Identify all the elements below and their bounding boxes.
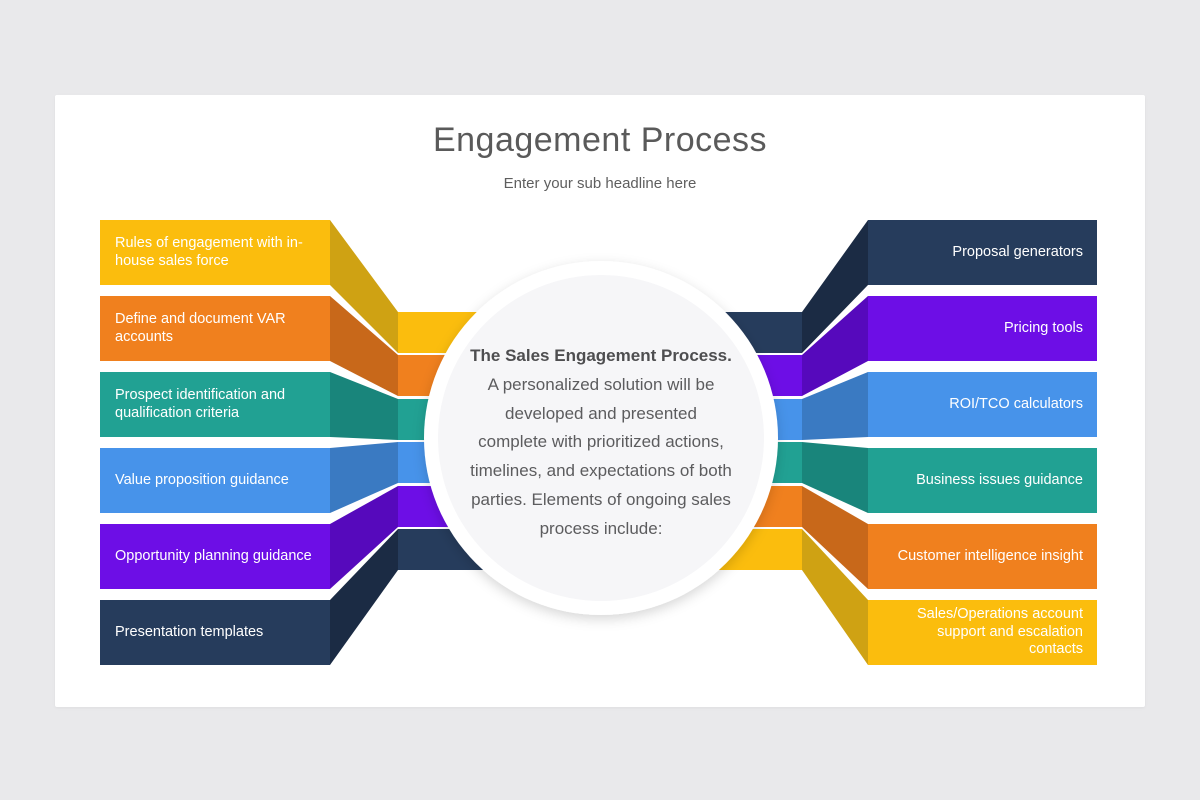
label-text: Prospect identification and qualificatio… xyxy=(115,387,286,421)
ribbon-rect xyxy=(100,296,330,361)
ribbon-rect xyxy=(868,600,1097,665)
label-left-6: Presentation templates xyxy=(100,600,330,665)
page-title: Engagement Process xyxy=(432,121,768,159)
circle-inner xyxy=(438,275,764,601)
ribbon-bend xyxy=(330,372,398,440)
label-right-3: ROI/TCO calculators xyxy=(868,372,1097,437)
label-left-1: Rules of engagement with in-house sales … xyxy=(100,220,330,285)
ribbon-rect xyxy=(868,524,1097,589)
ribbon-bend xyxy=(802,442,868,513)
ribbon-left-5 xyxy=(100,486,603,589)
ribbon-bend xyxy=(330,486,398,589)
ribbon-rect xyxy=(868,448,1097,513)
label-right-6: Sales/Operations account support and esc… xyxy=(868,600,1097,665)
ribbon-bend xyxy=(802,486,868,589)
ribbon-bend xyxy=(330,220,398,353)
ribbon-rect xyxy=(100,448,330,513)
page-subtitle: Enter your sub headline here xyxy=(503,175,697,192)
label-right-1: Proposal generators xyxy=(868,220,1097,285)
label-text: Value proposition guidance xyxy=(115,471,289,488)
ribbon-rect xyxy=(100,372,330,437)
label-text: Presentation templates xyxy=(115,623,264,640)
center-circle-text-body: A personalized solution will be develope… xyxy=(470,374,732,538)
ribbon-bend xyxy=(330,296,398,396)
ribbon-rect xyxy=(868,296,1097,361)
ribbon-rect xyxy=(100,220,330,285)
label-text: Business issues guidance xyxy=(916,471,1083,488)
label-text: Customer intelligence insight xyxy=(897,547,1083,564)
ribbon-bend xyxy=(802,529,868,665)
ribbon-bend xyxy=(330,529,398,665)
label-text: Define and document VAR accounts xyxy=(115,311,286,345)
label-text: ROI/TCO calculators xyxy=(949,395,1083,412)
ribbon-rect xyxy=(100,524,330,589)
label-text: Rules of engagement with in-house sales … xyxy=(115,235,303,269)
label-left-4: Value proposition guidance xyxy=(100,448,330,513)
label-left-5: Opportunity planning guidance xyxy=(100,524,330,589)
ribbon-bend xyxy=(330,442,398,513)
center-circle xyxy=(424,261,778,615)
ribbon-left-6 xyxy=(100,529,603,665)
ribbon-bend xyxy=(802,372,868,440)
center-circle-text: The Sales Engagement Process. A personal… xyxy=(469,342,733,544)
label-right-5: Customer intelligence insight xyxy=(868,524,1097,589)
ribbon-bend xyxy=(802,220,868,353)
label-right-4: Business issues guidance xyxy=(868,448,1097,513)
label-text: Sales/Operations account support and esc… xyxy=(916,606,1083,658)
center-circle-text-bold: The Sales Engagement Process. xyxy=(470,346,732,365)
ribbon-rect xyxy=(100,600,330,665)
ribbon-graphic xyxy=(100,220,1097,665)
label-left-3: Prospect identification and qualificatio… xyxy=(100,372,330,437)
label-text: Proposal generators xyxy=(952,243,1083,260)
label-text: Pricing tools xyxy=(1004,319,1083,336)
ribbon-rect xyxy=(868,372,1097,437)
ribbon-bend xyxy=(802,296,868,396)
label-text: Opportunity planning guidance xyxy=(115,547,312,564)
slide-card: Engagement Process Enter your sub headli… xyxy=(55,95,1145,707)
ribbon-rect xyxy=(868,220,1097,285)
engagement-process-diagram: Rules of engagement with in-house sales … xyxy=(55,95,1145,707)
label-left-2: Define and document VAR accounts xyxy=(100,296,330,361)
label-right-2: Pricing tools xyxy=(868,296,1097,361)
